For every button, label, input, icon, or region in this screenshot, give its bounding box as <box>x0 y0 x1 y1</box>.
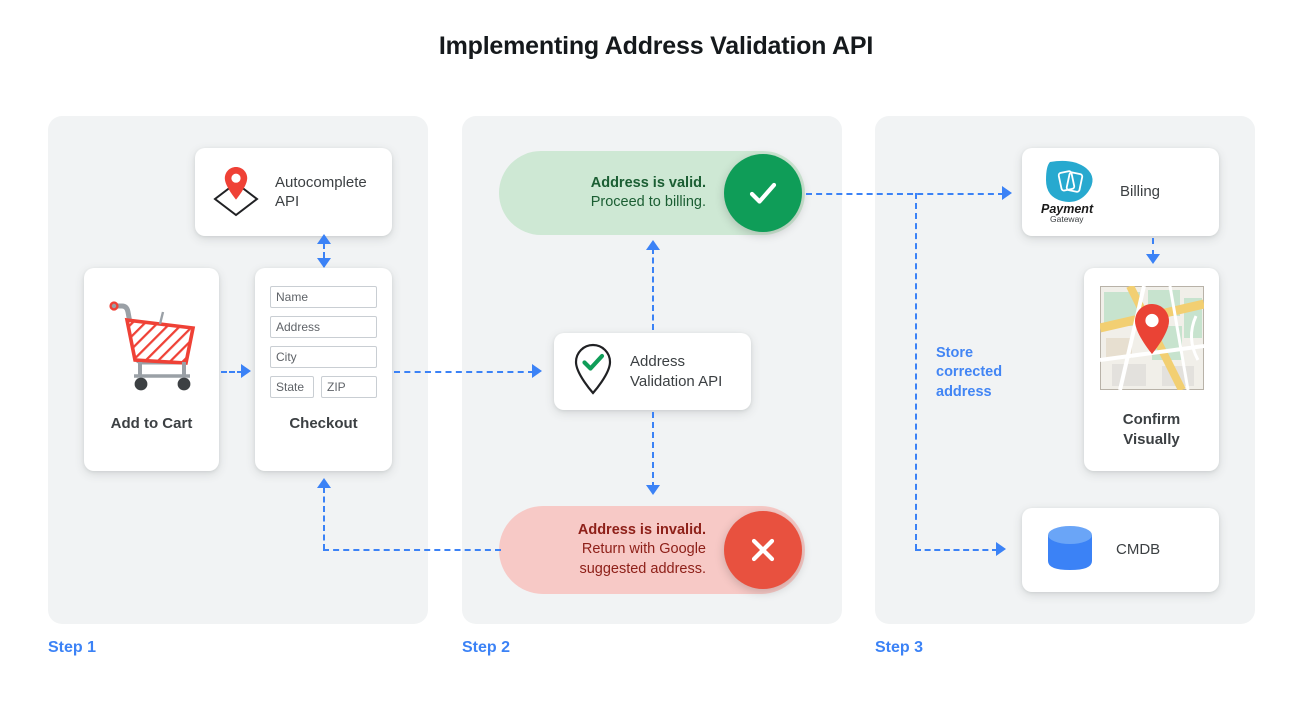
connector-cart-checkout <box>221 371 243 373</box>
address-validation-api-label: Address Validation API <box>630 353 723 390</box>
step-1-label: Step 1 <box>48 639 97 656</box>
autocomplete-api-card[interactable]: Autocomplete API <box>195 148 392 236</box>
checkout-form: Name Address City State ZIP <box>270 286 377 398</box>
svg-text:Gateway: Gateway <box>1050 214 1084 224</box>
billing-card[interactable]: Payment Gateway Billing <box>1022 148 1219 236</box>
add-to-cart-card[interactable]: Add to Cart <box>84 268 219 471</box>
state-zip-row: State ZIP <box>270 376 377 398</box>
arrow-to-billing <box>1002 186 1012 200</box>
city-field[interactable]: City <box>270 346 377 368</box>
autocomplete-api-label: Autocomplete API <box>275 173 367 210</box>
arrow-feedback-to-checkout <box>317 478 331 488</box>
confirm-visually-label: Confirm Visually <box>1122 411 1181 448</box>
page-title: Implementing Address Validation API <box>438 32 874 60</box>
connector-autocomplete-checkout <box>323 243 325 267</box>
pin-check-icon <box>568 341 618 402</box>
step-3-label: Step 3 <box>875 639 924 656</box>
billing-label: Billing <box>1120 183 1161 201</box>
arrow-down-to-invalid-pill <box>646 485 660 495</box>
step-2-label: Step 2 <box>462 639 511 656</box>
address-valid-text: Address is valid. Proceed to billing. <box>590 174 706 210</box>
address-validation-api-card[interactable]: Address Validation API <box>554 333 751 410</box>
svg-text:Payment: Payment <box>1041 202 1094 216</box>
address-invalid-text: Address is invalid. Return with Google s… <box>577 522 706 577</box>
arrow-checkout-to-validation <box>532 364 542 378</box>
checkout-label: Checkout <box>289 414 358 432</box>
connector-store-to-cmdb <box>915 549 998 551</box>
connector-valid-to-billing <box>806 193 1004 195</box>
connector-billing-to-map <box>1152 238 1154 256</box>
address-valid-pill: Address is valid. Proceed to billing. <box>499 151 805 235</box>
cmdb-label: CMDB <box>1116 541 1161 559</box>
arrow-down-checkout <box>317 258 331 268</box>
connector-invalid-feedback-vertical <box>323 487 325 550</box>
address-field[interactable]: Address <box>270 316 377 338</box>
arrow-to-cmdb <box>996 542 1006 556</box>
database-cylinder-icon <box>1044 522 1096 579</box>
confirm-visually-card[interactable]: Confirm Visually <box>1084 268 1219 471</box>
check-icon <box>724 154 802 232</box>
payment-gateway-logo-icon: Payment Gateway <box>1036 156 1106 229</box>
connector-invalid-feedback <box>323 549 501 551</box>
map-thumbnail-icon <box>1098 284 1205 395</box>
shopping-cart-icon <box>100 290 204 399</box>
connector-store-vertical <box>915 193 917 550</box>
store-corrected-address-note: Store corrected address <box>936 345 1003 400</box>
arrow-billing-to-map <box>1146 254 1160 264</box>
checkout-card[interactable]: Name Address City State ZIP Checkout <box>255 268 392 471</box>
name-field[interactable]: Name <box>270 286 377 308</box>
add-to-cart-label: Add to Cart <box>110 414 193 432</box>
state-field[interactable]: State <box>270 376 314 398</box>
arrow-up-to-valid-pill <box>646 240 660 250</box>
arrow-up-autocomplete <box>317 234 331 244</box>
connector-validation-valid <box>652 248 654 330</box>
zip-field[interactable]: ZIP <box>321 376 377 398</box>
connector-validation-invalid <box>652 412 654 488</box>
arrow-cart-to-checkout <box>241 364 251 378</box>
connector-checkout-validation <box>394 371 534 373</box>
cmdb-card[interactable]: CMDB <box>1022 508 1219 592</box>
map-pin-diamond-icon <box>207 161 265 224</box>
close-x-icon <box>724 511 802 589</box>
address-invalid-pill: Address is invalid. Return with Google s… <box>499 506 805 594</box>
